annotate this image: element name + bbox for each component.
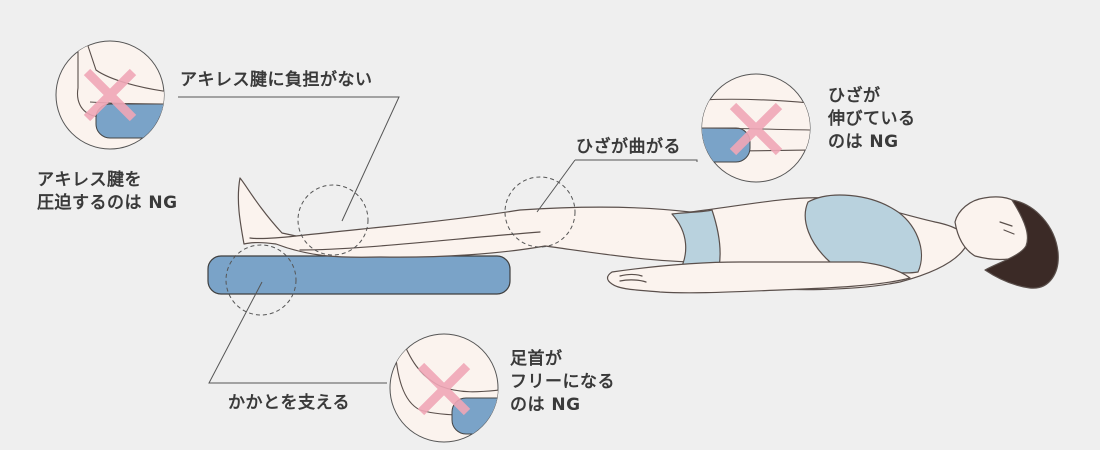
note-line: 足首が — [510, 349, 563, 369]
arm — [606, 261, 911, 294]
lying-person — [237, 177, 1059, 294]
focus-circles — [225, 176, 576, 316]
note-line: アキレス腱を — [37, 170, 142, 190]
note-line: 伸びている — [828, 109, 916, 129]
focus-heel — [225, 244, 297, 316]
note-line: のは NG — [510, 395, 581, 415]
focus-achilles — [297, 184, 369, 256]
label-achilles-no-burden: アキレス腱に負担がない — [180, 70, 373, 90]
hair — [984, 199, 1059, 289]
note-ankle-free: 足首が フリーになる のは NG — [510, 348, 615, 417]
label-support-heel: かかとを支える — [228, 393, 350, 413]
leader-lines — [178, 96, 698, 384]
note-knee-straight: ひざが 伸びている のは NG — [828, 85, 916, 154]
ng-inset-knee — [701, 73, 811, 183]
swimsuit-top — [804, 194, 923, 274]
legs — [237, 177, 701, 263]
focus-knee — [504, 176, 576, 248]
note-achilles-pressed: アキレス腱を 圧迫するのは NG — [37, 169, 178, 215]
ng-inset-achilles — [55, 40, 165, 150]
ng-inset-ankle — [389, 333, 499, 443]
cushion — [207, 255, 511, 295]
note-line: 圧迫するのは NG — [37, 193, 178, 213]
note-line: ひざが — [828, 86, 881, 106]
note-line: フリーになる — [510, 372, 615, 392]
note-line: のは NG — [828, 132, 899, 152]
label-knee-bends: ひざが曲がる — [576, 137, 681, 157]
